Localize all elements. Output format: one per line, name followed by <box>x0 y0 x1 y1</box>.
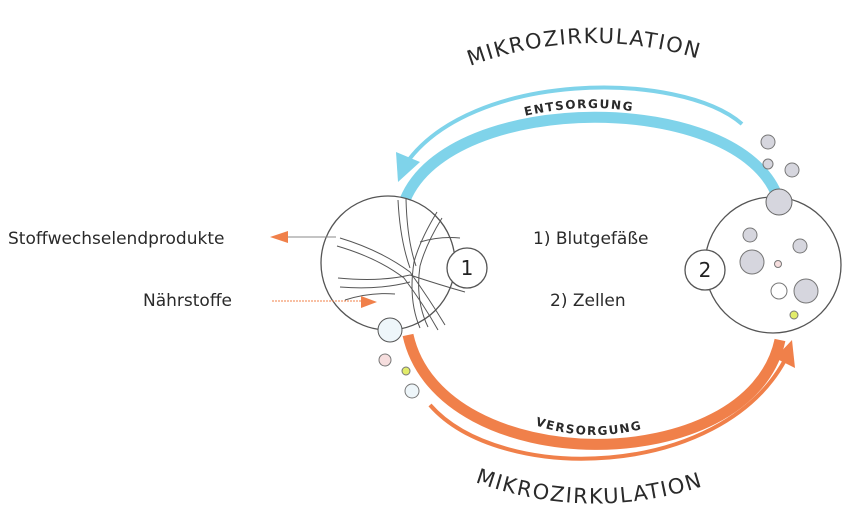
orange-inner-arc <box>402 333 786 450</box>
orange-outer-arc <box>428 359 787 461</box>
marker-circle-2 <box>684 249 726 291</box>
blood-vessel-circle <box>320 195 466 331</box>
marker-1: 1 <box>461 256 474 280</box>
label-waste-products: Stoffwechselendprodukte <box>8 229 224 249</box>
orange-arrowhead <box>775 340 795 368</box>
particles <box>377 317 420 399</box>
label-nutrients: Nährstoffe <box>143 291 232 311</box>
blue-arrowhead <box>396 152 420 182</box>
legend-cells: 2) Zellen <box>550 291 626 311</box>
nutrient-arrowhead <box>361 296 377 308</box>
label-versorgung: VERSORGUNG <box>534 415 643 439</box>
legend-blood-vessels: 1) Blutgefäße <box>533 229 649 249</box>
cell-circle <box>704 134 842 334</box>
blue-outer-arc <box>403 85 744 167</box>
blue-inner-arc <box>399 111 784 203</box>
waste-arrowhead <box>270 231 288 243</box>
title-bottom: MIKROZIRKULATION <box>473 464 705 508</box>
title-top: MIKROZIRKULATION <box>464 24 704 71</box>
supply-arrows <box>402 333 795 461</box>
marker-circle-1 <box>446 247 488 289</box>
disposal-arrows <box>396 85 784 203</box>
marker-2: 2 <box>699 258 712 282</box>
